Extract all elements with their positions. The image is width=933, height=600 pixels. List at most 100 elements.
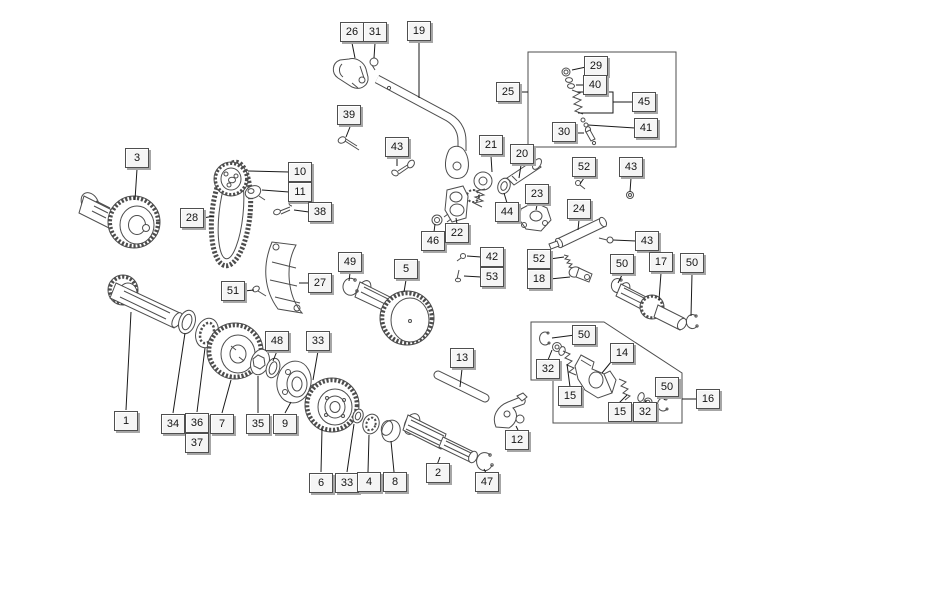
callout-44[interactable]: 44	[495, 202, 519, 222]
callout-16[interactable]: 16	[696, 389, 720, 409]
callout-25[interactable]: 25	[496, 82, 520, 102]
callout-15-b[interactable]: 15	[608, 402, 632, 422]
leader-lines	[125, 42, 696, 474]
part-kickstart-lever	[374, 75, 469, 179]
callout-9[interactable]: 9	[273, 414, 297, 434]
callout-28[interactable]: 28	[180, 208, 204, 228]
part-spring-45	[571, 89, 584, 115]
callout-53[interactable]: 53	[480, 267, 504, 287]
callout-43-b[interactable]: 43	[619, 157, 643, 177]
callout-22[interactable]: 22	[445, 223, 469, 243]
callout-48[interactable]: 48	[265, 331, 289, 351]
callout-15-a[interactable]: 15	[558, 386, 582, 406]
callout-17[interactable]: 17	[649, 252, 673, 272]
part-bearing-4	[362, 413, 380, 435]
callout-7[interactable]: 7	[210, 414, 234, 434]
callout-33-a[interactable]: 33	[306, 331, 330, 351]
callout-1[interactable]: 1	[114, 411, 138, 431]
callout-20[interactable]: 20	[510, 144, 534, 164]
callout-50-c[interactable]: 50	[572, 325, 596, 345]
part-spring-15-b	[618, 378, 631, 401]
callout-32-b[interactable]: 32	[633, 402, 657, 422]
part-washer-44	[497, 177, 511, 195]
callout-14[interactable]: 14	[610, 343, 634, 363]
callout-50-b[interactable]: 50	[680, 253, 704, 273]
callout-8[interactable]: 8	[383, 472, 407, 492]
callout-6[interactable]: 6	[309, 473, 333, 493]
part-screw-51	[252, 285, 267, 297]
part-pin-30	[584, 126, 597, 146]
part-circlip-50-c	[539, 331, 551, 346]
part-spring-52-b	[563, 254, 574, 269]
part-adjuster-bolt-29	[561, 67, 571, 77]
callout-19[interactable]: 19	[407, 21, 431, 41]
part-cam-sprocket	[213, 161, 249, 197]
group-box-16	[530, 321, 683, 424]
callout-43-c[interactable]: 43	[635, 231, 659, 251]
callout-3[interactable]: 3	[125, 148, 149, 168]
callout-33-b[interactable]: 33	[335, 473, 359, 493]
callout-42[interactable]: 42	[480, 247, 504, 267]
part-shaft-24	[548, 216, 608, 250]
part-bushing-8	[380, 419, 401, 443]
callout-38[interactable]: 38	[308, 202, 332, 222]
callout-34[interactable]: 34	[161, 414, 185, 434]
part-bolt-42	[456, 253, 466, 262]
part-screw-53	[454, 269, 462, 283]
callout-52-a[interactable]: 52	[572, 157, 596, 177]
callout-11[interactable]: 11	[288, 182, 312, 202]
callout-4[interactable]: 4	[357, 472, 381, 492]
callout-51[interactable]: 51	[221, 281, 245, 301]
callout-29[interactable]: 29	[584, 56, 608, 76]
callout-5[interactable]: 5	[394, 259, 418, 279]
callout-45[interactable]: 45	[632, 92, 656, 112]
callout-47[interactable]: 47	[475, 472, 499, 492]
part-nut-43-b	[626, 191, 634, 199]
callout-30[interactable]: 30	[552, 122, 576, 142]
part-screw-38	[273, 199, 296, 216]
callout-50-a[interactable]: 50	[610, 254, 634, 274]
part-spring-guide-21	[466, 171, 493, 208]
part-shift-fork-12	[493, 392, 528, 429]
callout-26[interactable]: 26	[340, 22, 364, 42]
part-circlip-50-d	[657, 397, 669, 412]
callout-32-a[interactable]: 32	[536, 359, 560, 379]
callout-39[interactable]: 39	[337, 105, 361, 125]
part-ratchet-22	[443, 185, 469, 223]
callout-21[interactable]: 21	[479, 135, 503, 155]
callout-10[interactable]: 10	[288, 162, 312, 182]
callout-46[interactable]: 46	[421, 231, 445, 251]
callout-31[interactable]: 31	[363, 22, 387, 42]
callout-50-d[interactable]: 50	[655, 377, 679, 397]
callout-18[interactable]: 18	[527, 269, 551, 289]
part-chain-guide	[265, 241, 304, 314]
part-washers-40	[565, 77, 575, 89]
callout-2[interactable]: 2	[426, 463, 450, 483]
part-washers-41	[580, 117, 589, 128]
callout-52-b[interactable]: 52	[527, 249, 551, 269]
part-ring-33-b	[352, 408, 364, 424]
callout-13[interactable]: 13	[450, 348, 474, 368]
callout-27[interactable]: 27	[308, 273, 332, 293]
group-box-25	[527, 51, 677, 148]
part-output-shaft	[402, 413, 478, 464]
part-pin-20	[506, 158, 542, 186]
callout-36[interactable]: 36	[185, 413, 209, 433]
part-washer-34	[178, 309, 196, 335]
callout-41[interactable]: 41	[634, 118, 658, 138]
callout-49[interactable]: 49	[338, 252, 362, 272]
part-selector-body-14	[574, 354, 617, 399]
part-spring-15-a	[562, 350, 577, 376]
callout-12[interactable]: 12	[505, 430, 529, 450]
callout-40[interactable]: 40	[583, 75, 607, 95]
part-main-shaft	[107, 274, 183, 329]
callout-23[interactable]: 23	[525, 184, 549, 204]
callout-35[interactable]: 35	[246, 414, 270, 434]
part-plate-23	[518, 201, 552, 232]
part-gear-5	[354, 280, 435, 346]
callout-37[interactable]: 37	[185, 433, 209, 453]
part-camshaft-gear	[78, 192, 161, 249]
callout-24[interactable]: 24	[567, 199, 591, 219]
part-circlip-47	[476, 452, 494, 472]
callout-43-a[interactable]: 43	[385, 137, 409, 157]
